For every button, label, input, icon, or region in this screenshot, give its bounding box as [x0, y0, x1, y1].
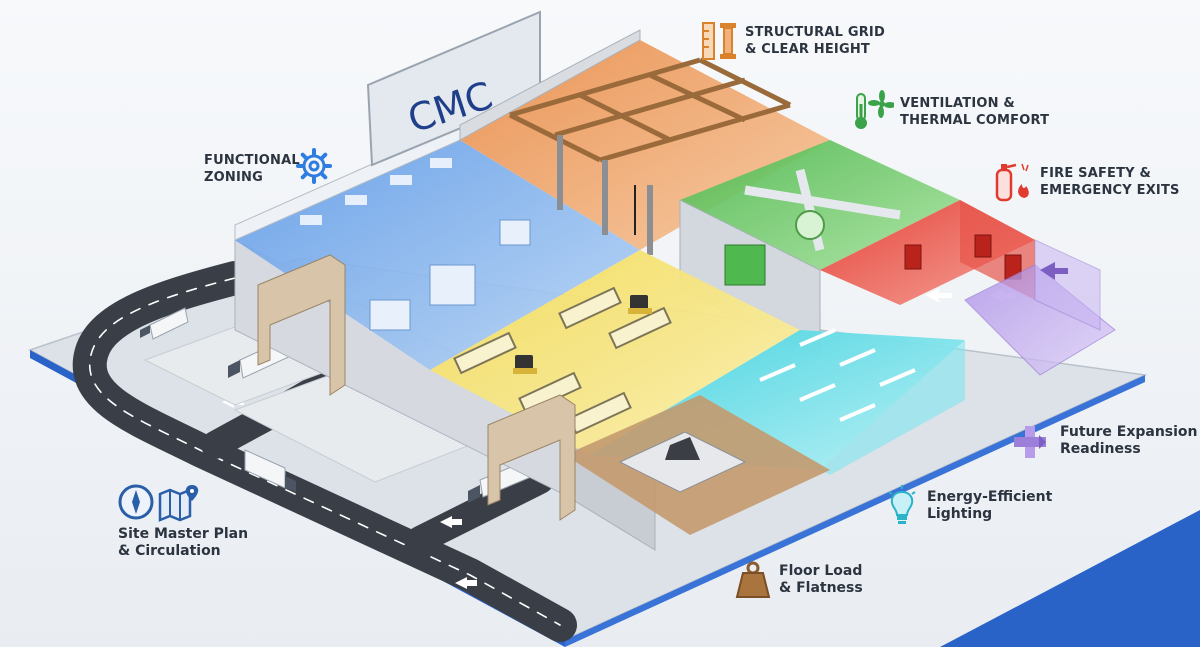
- compass-map-icon: [118, 484, 199, 522]
- forklift-icon: [628, 295, 652, 314]
- weight-block: [665, 437, 700, 460]
- truck-icon: [140, 307, 189, 340]
- fan-icon: [795, 210, 825, 240]
- loading-gate: [257, 254, 576, 521]
- truck-icon: [244, 449, 296, 492]
- ventilation-zone: [679, 140, 960, 356]
- base-edge-right: [565, 375, 1145, 647]
- office-zone: [234, 124, 640, 370]
- ruler-column-icon: [702, 22, 736, 60]
- plus-arrows-icon: [1014, 426, 1046, 458]
- callout-fire-safety: FIRE SAFETY &EMERGENCY EXITS: [1040, 166, 1180, 198]
- gear-icon: [296, 148, 332, 184]
- structural-zone: [459, 29, 830, 255]
- floor-load-slab: [565, 395, 830, 535]
- callout-structural-grid: STRUCTURAL GRID& CLEAR HEIGHT: [745, 25, 885, 57]
- thermometer-fan-icon: [855, 90, 894, 129]
- corner-accent: [940, 510, 1200, 647]
- warehouse-zone: [430, 250, 800, 455]
- lightbulb-icon: [888, 485, 916, 524]
- weight-icon: [735, 561, 771, 598]
- callout-ventilation: VENTILATION &THERMAL COMFORT: [900, 96, 1050, 128]
- exit-door: [974, 234, 992, 258]
- fire-extinguisher-icon: [995, 163, 1029, 202]
- expansion-zone: [964, 239, 1116, 376]
- exit-door: [904, 244, 922, 270]
- forklift-icon: [513, 355, 537, 374]
- callout-site-master-plan: Site Master Plan& Circulation: [118, 526, 249, 559]
- callout-floor-load: Floor Load& Flatness: [779, 563, 863, 596]
- green-door: [724, 244, 766, 286]
